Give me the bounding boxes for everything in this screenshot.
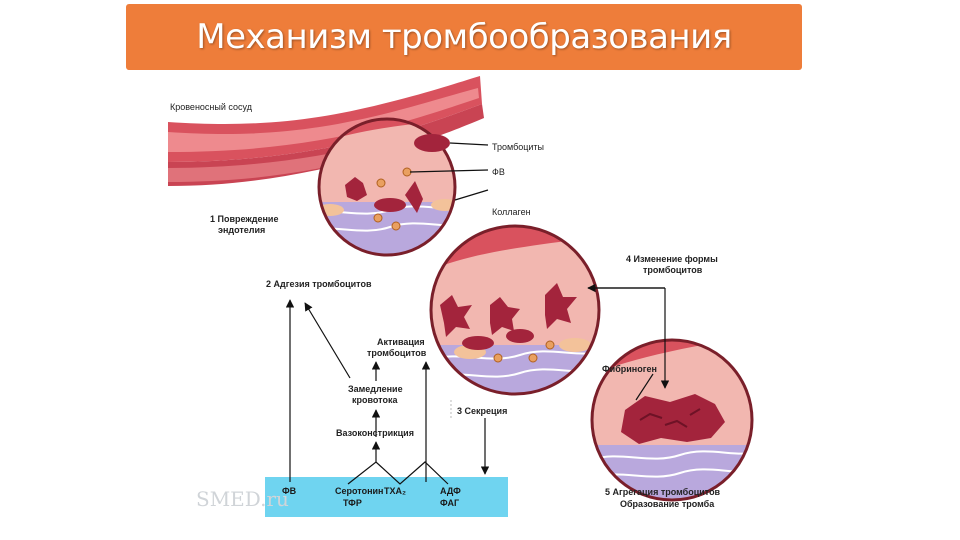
label-fibrinogen: Фибриноген [602, 364, 657, 374]
box-fag: ФАГ [440, 498, 459, 508]
platelet [405, 181, 423, 213]
label-step4-line2: тромбоцитов [643, 265, 703, 275]
label-vessel: Кровеносный сосуд [170, 102, 253, 112]
zoom-circle-2 [429, 224, 601, 396]
label-platelets: Тромбоциты [492, 142, 544, 152]
box-serotonin: Серотонин [335, 486, 383, 496]
label-slowing-line1: Замедление [348, 384, 403, 394]
box-adp: АДФ [440, 486, 461, 496]
box-txa2: ТХА₂ [384, 486, 406, 496]
label-step5-line2: Образование тромба [620, 499, 715, 509]
label-activation-line2: тромбоцитов [367, 348, 427, 358]
zoom-circle-3 [590, 338, 754, 502]
slide-title: Механизм тромбообразования [196, 17, 732, 57]
label-step2: 2 Адгезия тромбоцитов [266, 279, 372, 289]
label-step1-line2: эндотелия [218, 225, 265, 235]
label-collagen: Коллаген [492, 207, 531, 217]
label-slowing-line2: кровотока [352, 395, 398, 405]
label-vasoconstriction: Вазоконстрикция [336, 428, 414, 438]
box-fv: ФВ [282, 486, 297, 496]
label-step3: 3 Секреция [457, 406, 507, 416]
label-step1-line1: 1 Повреждение [210, 214, 278, 224]
watermark: SMED.ru [196, 487, 289, 511]
platelet [374, 198, 406, 212]
arrows [285, 142, 670, 485]
title-bar: Механизм тромбообразования [126, 4, 802, 70]
platelet [414, 134, 450, 152]
platelet [345, 177, 367, 201]
label-step5-line1: 5 Агрегация тромбоцитов [605, 487, 721, 497]
box-tfr: ТФР [343, 498, 362, 508]
mediators-box [265, 477, 508, 517]
label-fv: ФВ [492, 167, 505, 177]
label-activation-line1: Активация [377, 337, 425, 347]
label-step4-line1: 4 Изменение формы [626, 254, 718, 264]
blood-vessel [168, 76, 484, 186]
